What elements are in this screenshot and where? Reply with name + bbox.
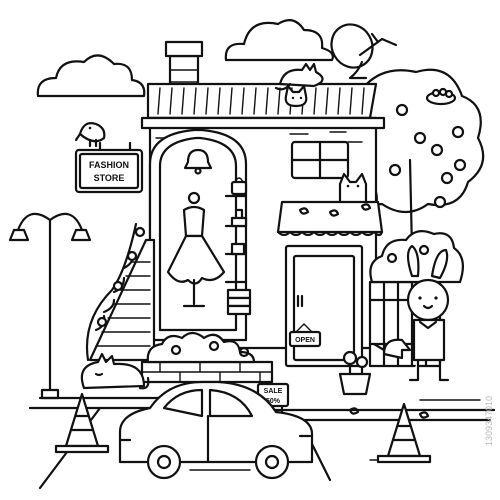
shop-door: OPEN — [284, 244, 364, 368]
leaves — [298, 203, 430, 419]
rabbit-with-watering-can — [372, 244, 450, 382]
sign-line-2: STORE — [94, 173, 125, 183]
bird-nest — [425, 87, 457, 106]
open-sign — [288, 330, 322, 348]
sign-line-1: FASHION — [89, 160, 129, 170]
cloud-left — [36, 54, 146, 98]
awning — [276, 200, 384, 237]
satellite-dish — [330, 23, 398, 80]
handbag-icon — [230, 180, 248, 196]
open-sign-label: OPEN — [295, 337, 315, 344]
sale-line-2: 50% — [266, 398, 281, 405]
cat-on-roof — [274, 62, 324, 91]
shop-window — [148, 128, 252, 342]
car — [118, 380, 314, 480]
fashion-store-sign: FASHION STORE — [74, 141, 144, 194]
upper-window — [290, 140, 350, 180]
apples — [388, 103, 467, 209]
shoes-icon — [230, 208, 248, 228]
flower-box — [140, 331, 274, 384]
cloud-right — [224, 19, 334, 62]
traffic-cone-left — [54, 392, 110, 454]
apple-tree — [348, 68, 485, 252]
mannequin-dress — [166, 191, 226, 308]
sleeping-cat — [80, 352, 150, 390]
bird — [74, 122, 106, 148]
staircase — [86, 222, 156, 362]
sale-line-1: SALE — [264, 388, 283, 395]
flower-pot — [338, 350, 372, 396]
street-lamp — [8, 212, 92, 400]
traffic-cone-right — [376, 402, 432, 464]
watermark-id: 1309347010 — [484, 396, 494, 446]
cat-on-chimney — [284, 84, 308, 108]
